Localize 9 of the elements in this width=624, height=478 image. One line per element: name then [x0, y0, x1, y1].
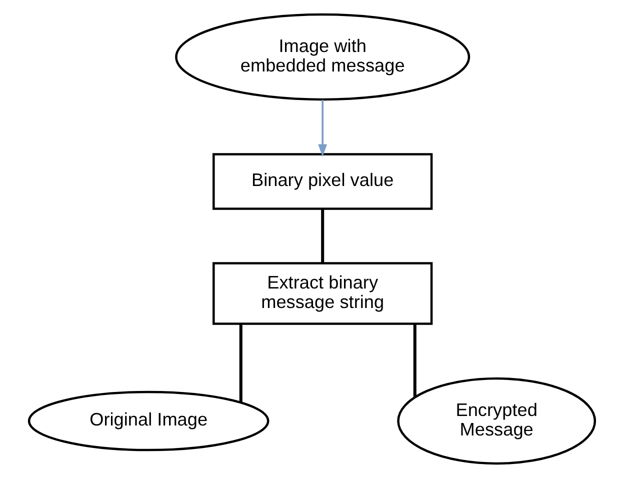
node-ellipse: Image with embedded message: [175, 13, 470, 101]
connector: [239, 324, 242, 403]
node-ellipse: Encrypted Message: [397, 377, 596, 465]
arrow: [318, 100, 328, 157]
node-box: Extract binary message string: [212, 262, 433, 325]
connector: [413, 324, 416, 397]
connector: [321, 209, 324, 263]
node-box: Binary pixel value: [212, 153, 433, 210]
node-ellipse: Original Image: [28, 390, 270, 452]
